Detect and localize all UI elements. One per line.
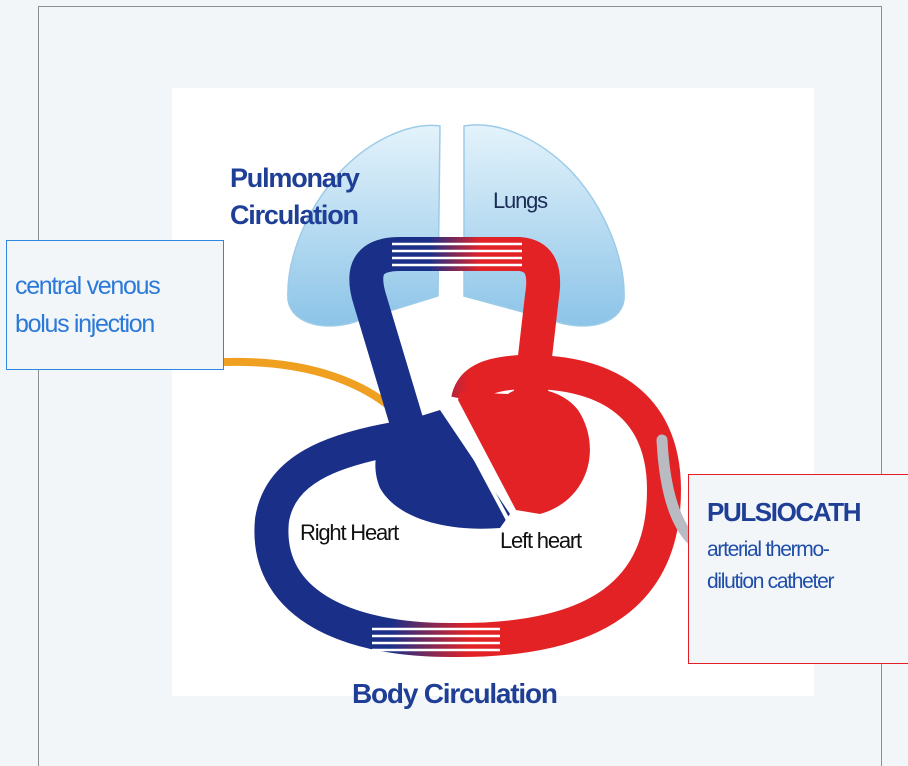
injection-callout-line2: bolus injection — [15, 310, 154, 338]
pulmonary-label-line1: Pulmonary — [230, 163, 359, 193]
catheter-callout: PULSIOCATH arterial thermo- dilution cat… — [688, 474, 908, 664]
injection-callout: central venous bolus injection — [6, 240, 224, 370]
body-circulation-label: Body Circulation — [352, 678, 557, 710]
catheter-desc-line1: arterial thermo- — [707, 538, 829, 561]
catheter-desc-line2: dilution catheter — [707, 570, 833, 593]
injection-callout-line1: central venous — [15, 272, 159, 300]
catheter-title: PULSIOCATH — [707, 497, 908, 528]
pulmonary-label-line2: Circulation — [230, 200, 358, 230]
catheter-description: arterial thermo- dilution catheter — [707, 534, 908, 598]
lungs-label: Lungs — [493, 188, 547, 214]
pulmonary-circulation-label: Pulmonary Circulation — [230, 160, 359, 234]
right-heart-label: Right Heart — [300, 520, 398, 546]
left-heart-label: Left heart — [500, 528, 581, 554]
